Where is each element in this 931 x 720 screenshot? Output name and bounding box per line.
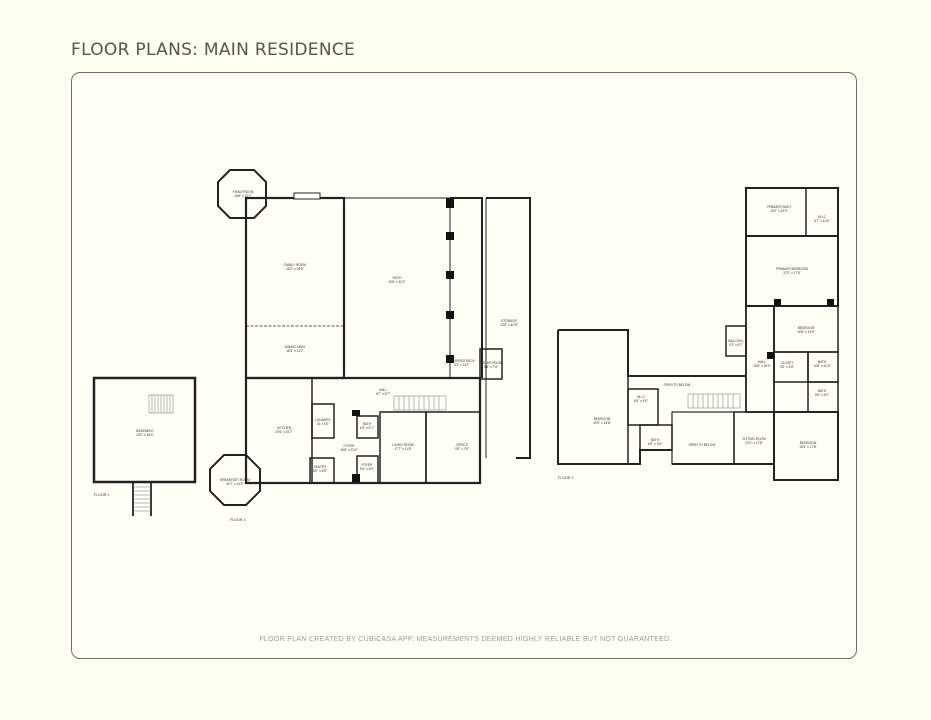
room-name: BASEMENT [136,429,154,433]
breakfast-room-outline [209,454,261,506]
room-name: BEDROOM [594,417,611,421]
floor-3-label: FLOOR 3 [558,476,573,480]
room-name: FOYER [362,463,374,467]
room-name: BEDROOM [800,441,817,445]
room-size: 10'8" x 6'10" [813,364,830,368]
floor-2-label: FLOOR 2 [230,518,245,522]
room-name: STORAGE [501,319,517,323]
room-size: 6'0" x 3'8" [313,469,327,473]
room-size: 13'8" x 40'8" [500,323,517,327]
room-name: BATH [818,360,827,364]
room-name: BATH [363,422,372,426]
page-title: FLOOR PLANS: MAIN RESIDENCE [71,40,356,60]
room-name: PRIMARY BATH [767,205,791,209]
room-name: OPEN TO BELOW [664,383,691,387]
room-size: 20'0" x 26'0" [136,433,153,437]
room-size: 26'6" x 40'2" [388,280,405,284]
room-name: LAUNDRY [315,418,331,422]
room-size: 15'3" x 17'8" [799,445,816,449]
room-name: BREAKFAST ROOM [220,478,250,482]
floor-1-plan: BASEMENT 20'0" x 26'0" FLOOR 1 [92,376,197,516]
room-size: 5'4" x 5'0" [360,467,374,471]
room-size: 5'7" x 6'10" [814,219,830,223]
room-name: DINING AREA [285,345,306,349]
room-name: PIANO ROOM [233,190,254,194]
room-size: 16'8" x 15'0" [797,330,814,334]
room-size: 16'6" x 3'10" [340,448,357,452]
room-size: 26'6" x 26'0" [753,364,770,368]
room-size: 6'7" x 5'7" [376,392,390,396]
room-size: 20'1" x 17'8" [745,441,762,445]
room-size: 10'7" x 10'5" [226,482,243,486]
room-name: BEDROOM [798,326,815,330]
floor-2-plan: PIANO ROOM 16'8" x 10'7" FAMILY ROOM 18'… [209,169,531,522]
room-name: PRIMARY BEDROOM [776,267,808,271]
room-size: 6'3" x 6'7" [360,426,374,430]
floor-plan-frame [71,72,857,659]
room-size: 6'6" x 5'6" [634,399,648,403]
room-name: BALCONY [728,339,744,343]
room-name: CLOSET [781,361,794,365]
room-size: 18'2" x 26'8" [286,267,303,271]
disclaimer-footnote: FLOOR PLAN CREATED BY CUBICASA APP. MEAS… [259,636,672,643]
room-size: 9'8" x 7'8" [455,447,469,451]
room-size: 10' x 6'0" [317,422,330,426]
room-name: OFFICE [456,443,468,447]
room-size: 18'3" x 13'7" [286,349,303,353]
basement-entry-stair [132,482,152,516]
room-size: 6'5" x 3'6" [648,442,662,446]
room-size: 16'8" x 10'7" [234,194,251,198]
room-name: HALL [758,360,766,364]
room-name: FOYER [344,444,356,448]
room-name: FAMILY ROOM [284,263,306,267]
room-name: PANTRY [314,465,328,469]
room-name: W.I.C [818,215,826,219]
room-name: LIVING ROOM [392,443,414,447]
room-name: SITTING ROOM [742,437,766,441]
room-size: 20'0" x 18'8" [593,421,610,425]
room-size: 6'2" x 16'7" [454,363,470,367]
basement-stair [148,394,174,414]
room-size: 20'5" x 16'7" [275,430,292,434]
room-name: PATIO [392,276,402,280]
floor-3-plan: PRIMARY BATH 10'2" x 13'0" W.I.C 5'7" x … [557,187,839,481]
room-size: 5'8" x 6'0" [815,393,829,397]
room-name: BATH [651,438,660,442]
room-size: 6'1" x 6'7" [729,343,743,347]
room-size: 10'2" x 13'0" [770,209,787,213]
room-name: BATH [818,389,827,393]
piano-room-outline [217,169,267,219]
room-size: 22'2" x 17'8" [783,271,800,275]
room-name: BOILER ROOM [480,361,503,365]
room-name: KITCHEN [277,426,292,430]
room-size: 17'7" x 11'8" [394,447,411,451]
floor-1-label: FLOOR 1 [94,493,109,497]
room-name: W.I.C [637,395,645,399]
room-name: OPEN TO BELOW [689,443,716,447]
room-name: HALL [379,388,387,392]
room-name: COVERED DECK [449,359,475,363]
room-size: 3'5" x 5'8" [780,365,794,369]
room-size: 5'8" x 7'8" [484,365,498,369]
